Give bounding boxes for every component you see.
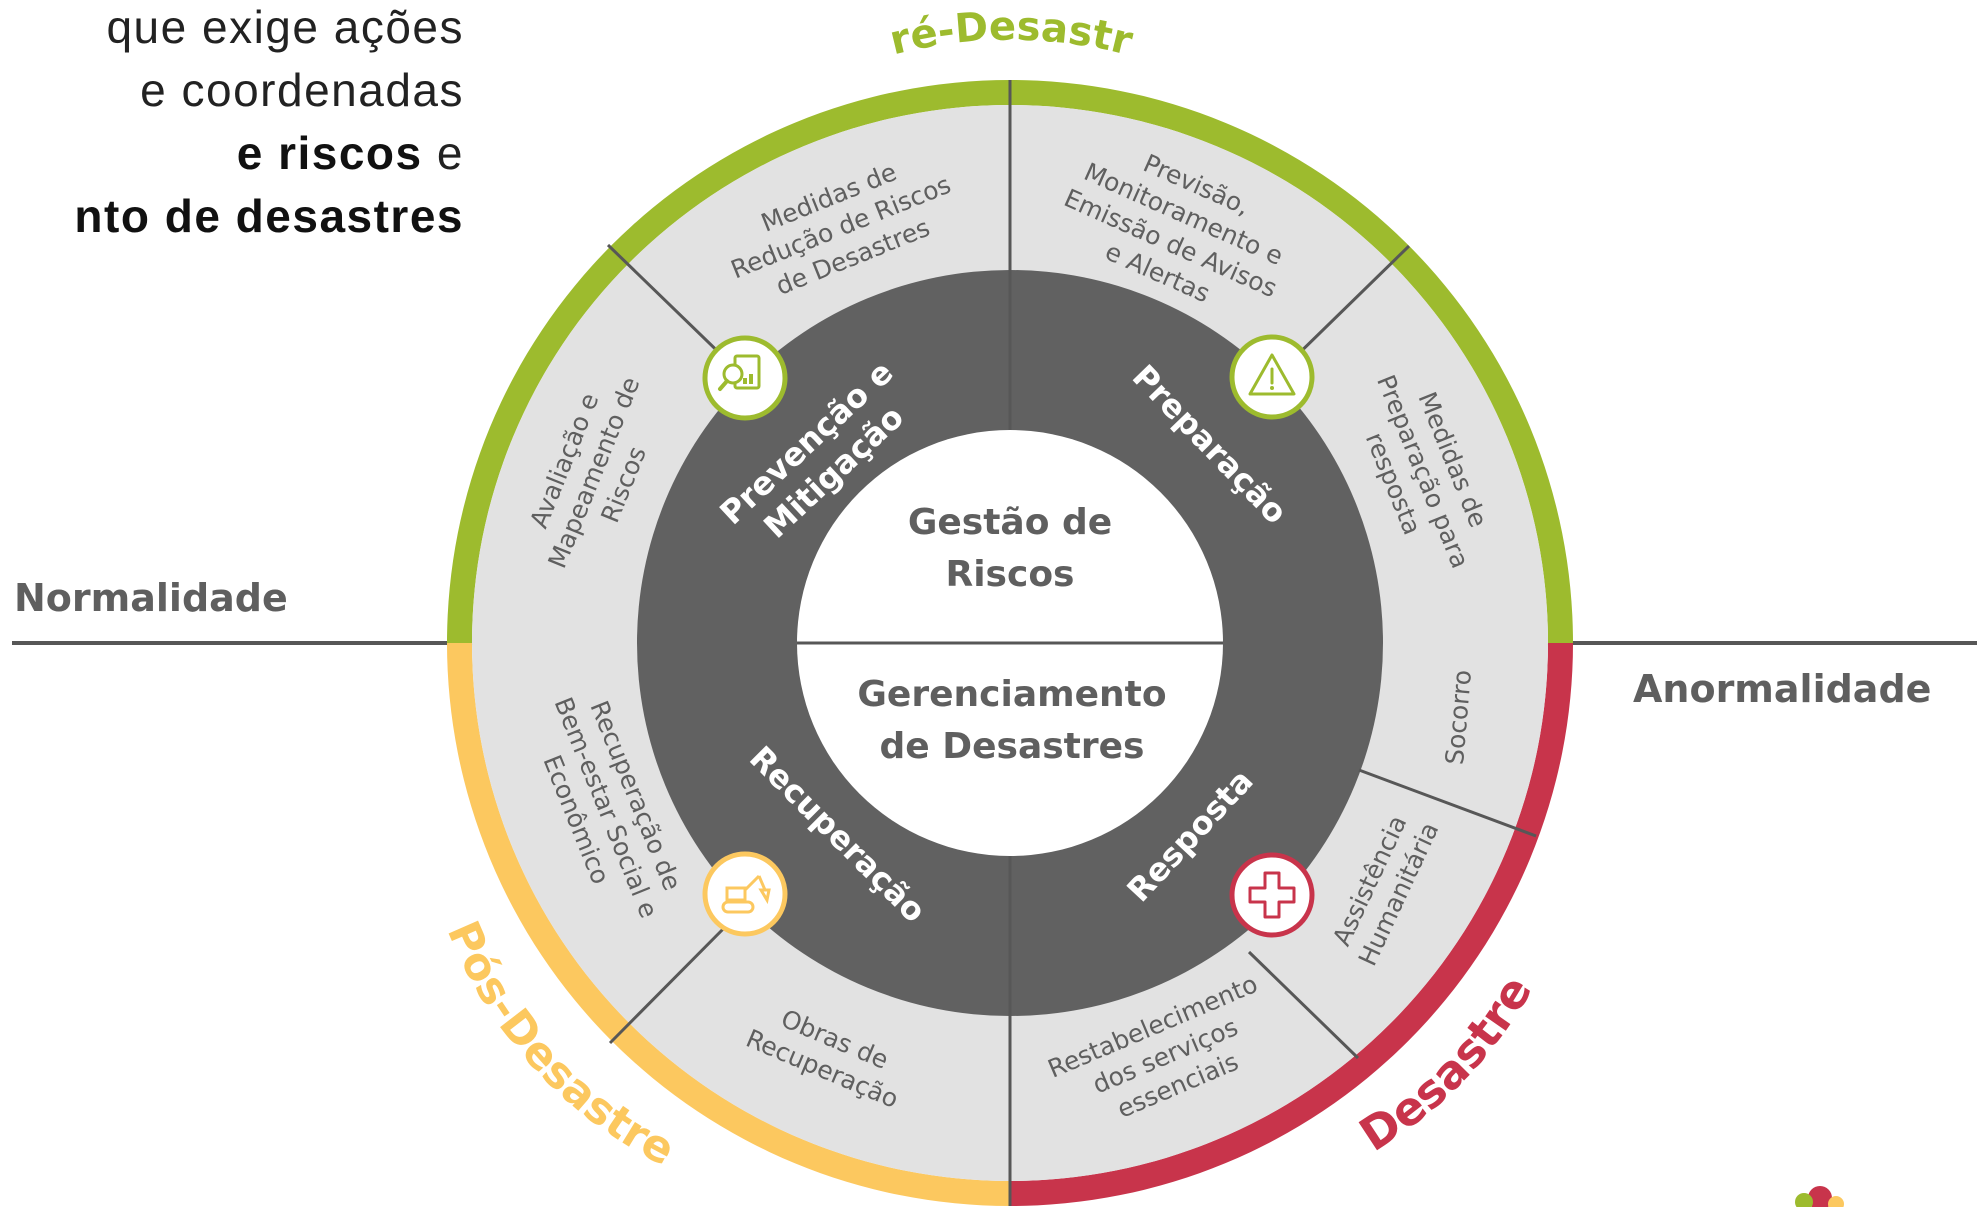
- divider-lower-right: [1247, 950, 1360, 1060]
- intro-line-1: que exige ações: [106, 1, 464, 53]
- intro-text: que exige ações e coordenadas e riscos e…: [0, 0, 464, 248]
- medical-cross-icon: [1229, 852, 1315, 938]
- warning-icon: [1229, 334, 1315, 420]
- center-bottom-line-1: Gerenciamento: [857, 674, 1166, 715]
- intro-line-3-rest: e: [422, 127, 464, 179]
- center-top-line-2: Riscos: [946, 554, 1075, 595]
- pre-disaster-label-path: Pré-Desastre: [0, 0, 1137, 65]
- center-top-line-1: Gestão de: [908, 502, 1112, 543]
- segment-preparedness: Medidas de Preparação para resposta: [1360, 371, 1493, 573]
- divider-upper-right: [1282, 244, 1411, 370]
- divider-right-mid: [1358, 768, 1537, 838]
- logo-green-dot: [1795, 1193, 1813, 1207]
- intro-line-4: nto de desastres: [0, 185, 464, 248]
- search-document-icon: [702, 335, 788, 421]
- pre-disaster-label: Pré-Desastre: [0, 0, 1137, 65]
- partial-logo: [1795, 1186, 1844, 1207]
- logo-red-dot: [1808, 1186, 1832, 1207]
- abnormality-label: Anormalidade: [1633, 667, 1931, 711]
- center-text: Gestão de Riscos Gerenciamento de Desast…: [857, 502, 1166, 767]
- normality-label: Normalidade: [14, 576, 288, 620]
- center-bottom-line-2: de Desastres: [880, 726, 1145, 767]
- intro-line-3: e riscos e: [0, 122, 464, 185]
- excavator-icon: [702, 851, 788, 937]
- intro-line-2: e coordenadas: [140, 64, 464, 116]
- intro-line-3-bold: e riscos: [236, 127, 423, 179]
- divider-lower-left: [608, 914, 738, 1045]
- intro-line-4-bold: nto de desastres: [74, 190, 464, 242]
- logo-yellow-dot: [1828, 1196, 1844, 1207]
